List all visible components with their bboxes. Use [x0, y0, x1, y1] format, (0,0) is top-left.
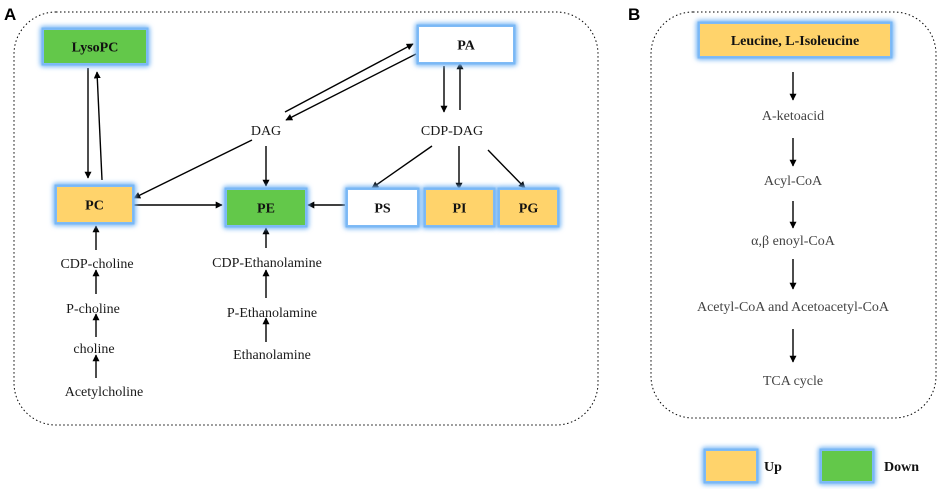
node-pa-fill [419, 27, 513, 62]
node-pa-label: PA [457, 39, 476, 54]
node-acylcoa-label: Acyl-CoA [764, 174, 823, 189]
node-pg-outline [497, 187, 560, 228]
node-leu-fill [700, 24, 890, 56]
node-cdpdag-label: CDP-DAG [421, 124, 483, 139]
edge-cdpdag-to-pg [487, 149, 526, 189]
legend-swatch-up-fill [706, 451, 756, 481]
node-pe-fill [227, 190, 305, 225]
nodes-layer: LysoPC PA DAG CDP-DAG PC PE PS PI PG CDP-cholineP… [40, 20, 894, 400]
edge-cdpdag-to-ps [371, 145, 433, 189]
node-cdpeth-label: CDP-Ethanolamine [212, 256, 322, 271]
node-ps-label: PS [374, 202, 391, 217]
node-pg-label: PG [519, 202, 539, 217]
node-pi-label: PI [453, 202, 467, 217]
node-leu: Leucine, L-Isoleucine [696, 20, 894, 60]
node-ps: PS [344, 186, 421, 229]
edge-pc-to-lysopc [93, 71, 103, 181]
node-pc-outline [54, 184, 135, 225]
node-pe-label: PE [257, 202, 275, 217]
node-pc-label: PC [85, 199, 104, 214]
node-lysopc-fill [44, 30, 146, 63]
node-pa-outline [416, 24, 516, 65]
node-leu-label: Leucine, L-Isoleucine [731, 34, 859, 49]
legend-swatch-down-fill [822, 451, 872, 481]
node-pc-fill [57, 187, 132, 222]
node-pg-fill [500, 190, 557, 225]
node-cdpcholine-label: CDP-choline [60, 257, 133, 272]
node-pa: PA [415, 23, 517, 66]
node-enoyl-label: α,β enoyl-CoA [751, 234, 836, 249]
node-lysopc: LysoPC [40, 26, 150, 67]
legend-swatch-up-outline [703, 448, 759, 484]
panel-b-frame [650, 11, 937, 419]
node-lysopc-label: LysoPC [72, 41, 119, 56]
node-pe-outline [224, 187, 308, 228]
panel-label-a: A [4, 5, 16, 24]
node-ketoacid-label: A-ketoacid [762, 109, 824, 124]
node-lysopc-outline [41, 27, 149, 66]
node-peth-label: P-Ethanolamine [227, 306, 317, 321]
node-eth-label: Ethanolamine [233, 348, 311, 363]
legend-swatch-down [818, 447, 876, 485]
node-acetylcholine-label: Acetylcholine [65, 385, 144, 400]
node-pi-fill [426, 190, 493, 225]
node-acetyl-label: Acetyl-CoA and Acetoacetyl-CoA [697, 300, 890, 315]
legend-label-down: Down [884, 460, 919, 475]
panel-label-b: B [628, 5, 640, 24]
legend-swatch-up [702, 447, 760, 485]
edge-dag-to-pc [133, 139, 253, 199]
legend: Up Down [702, 447, 919, 485]
node-pc: PC [53, 183, 136, 226]
node-pg: PG [496, 186, 561, 229]
node-pcholine-label: P-choline [66, 302, 120, 317]
node-dag-label: DAG [251, 124, 281, 139]
edge-pa-to-dag [285, 53, 417, 121]
node-pe: PE [223, 186, 309, 229]
node-tca-label: TCA cycle [763, 374, 823, 389]
node-pi-outline [423, 187, 496, 228]
node-leu-outline [697, 21, 893, 59]
edges-layer [84, 43, 797, 378]
node-pi: PI [422, 186, 497, 229]
legend-label-up: Up [764, 460, 782, 475]
node-choline-label: choline [73, 342, 114, 357]
node-ps-fill [348, 190, 417, 225]
edge-dag-to-pa [284, 43, 414, 113]
legend-swatch-down-outline [819, 448, 875, 484]
node-ps-outline [345, 187, 420, 228]
